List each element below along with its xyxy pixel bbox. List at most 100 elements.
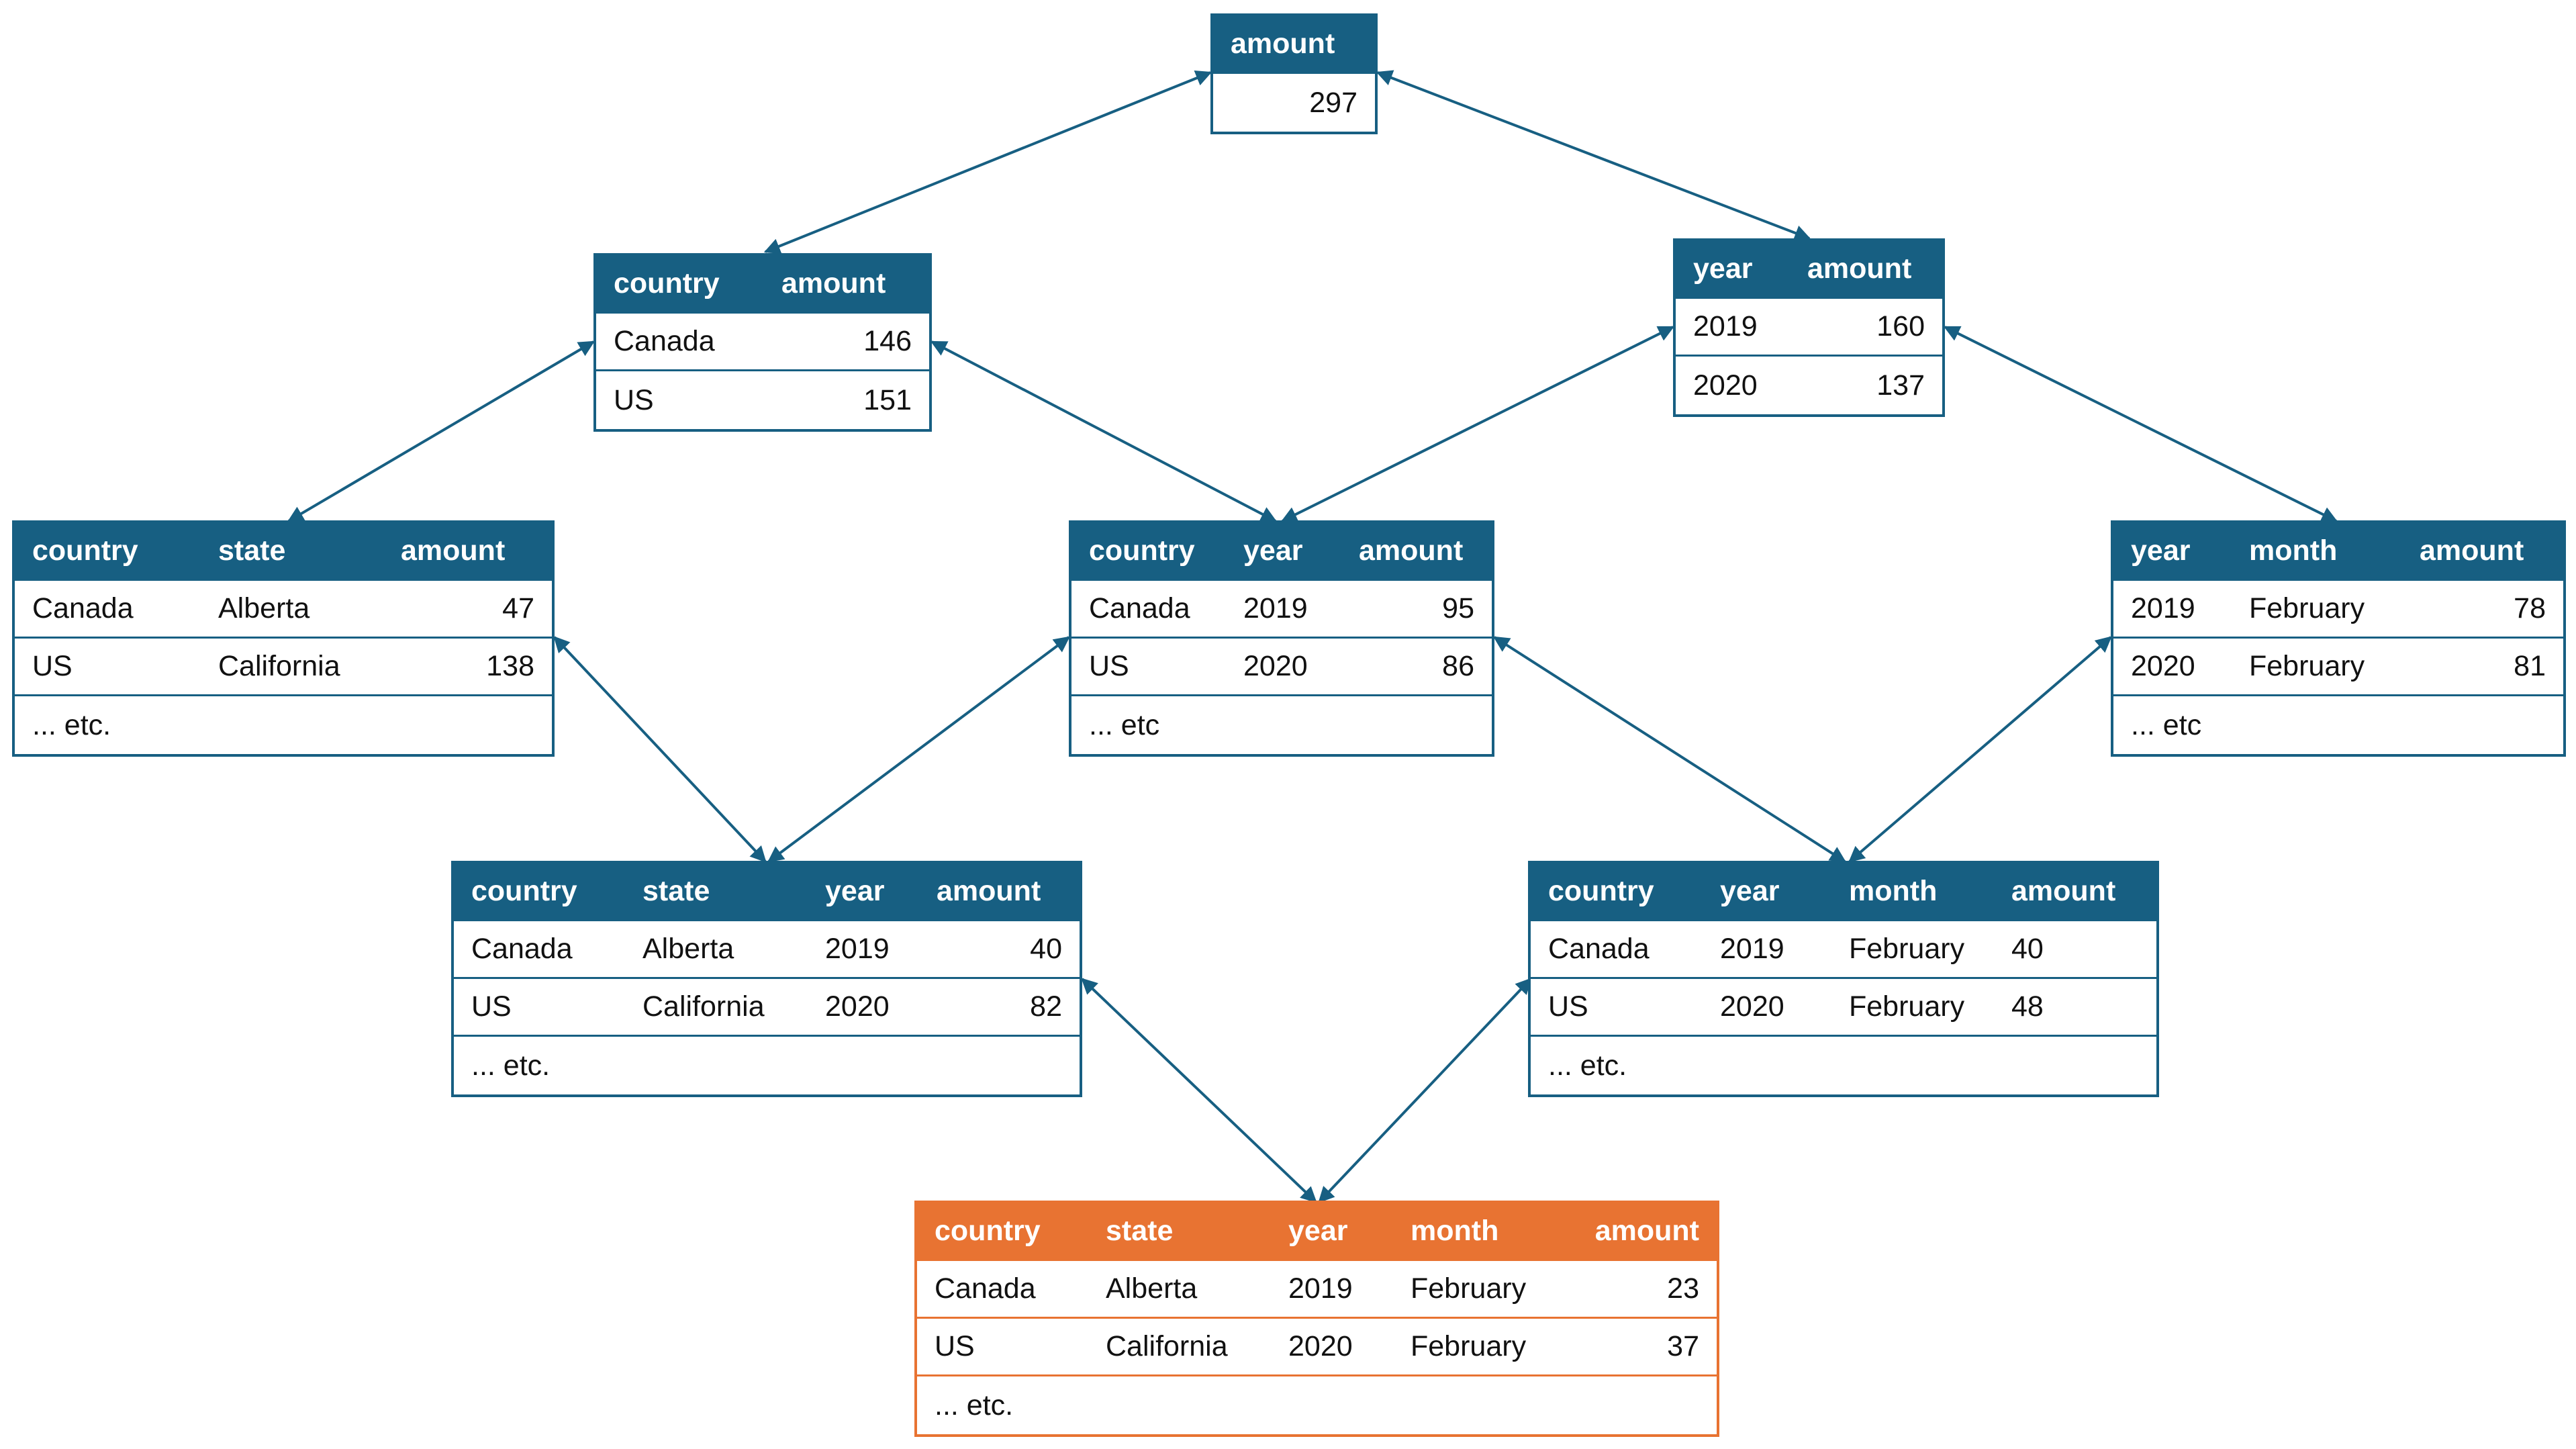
header-year: year <box>1693 252 1753 285</box>
cell-year: 2020 <box>1693 369 1758 402</box>
table-total: amount 297 <box>1210 13 1378 134</box>
cell-state: California <box>218 650 340 682</box>
connector-countrystate-countrystateyear <box>553 636 767 863</box>
table-row: Canada Alberta 2019 February 23 <box>917 1261 1717 1319</box>
cell-state: Alberta <box>218 592 310 624</box>
header-month: month <box>2249 534 2338 567</box>
header-year: year <box>1243 534 1303 567</box>
cell-month: February <box>1849 990 1965 1023</box>
cell-country: US <box>1548 990 1588 1023</box>
cell-country: US <box>614 383 654 416</box>
cell-state: California <box>1106 1330 1228 1362</box>
table-row: US California 2020 82 <box>454 979 1080 1037</box>
cell-year: 2019 <box>1693 310 1758 342</box>
cell-amount: 86 <box>1442 650 1474 682</box>
table-row: Canada Alberta 47 <box>15 581 552 639</box>
more-rows-label: ... etc <box>2131 708 2202 741</box>
cell-amount: 138 <box>486 650 534 682</box>
cell-year: 2019 <box>1720 933 1784 965</box>
header-amount: amount <box>1807 252 1912 285</box>
table-row: Canada Alberta 2019 40 <box>454 921 1080 979</box>
header-state: state <box>218 534 286 567</box>
header-year: year <box>1720 875 1780 907</box>
table-by-country-year-month: country year month amount Canada 2019 Fe… <box>1528 861 2159 1097</box>
table-row: US 2020 February 48 <box>1531 979 2156 1037</box>
table-header: country state amount <box>15 523 552 581</box>
header-amount: amount <box>2011 875 2116 907</box>
header-amount: amount <box>781 267 886 299</box>
cell-country: US <box>1089 650 1129 682</box>
table-row-more: ... etc. <box>454 1037 1080 1094</box>
header-country: country <box>935 1215 1041 1247</box>
cell-country: Canada <box>1548 933 1650 965</box>
header-country: country <box>32 534 138 567</box>
cell-amount: 47 <box>502 592 534 624</box>
more-rows-label: ... etc. <box>32 708 111 741</box>
table-row-more: ... etc. <box>15 696 552 754</box>
header-month: month <box>1849 875 1938 907</box>
connector-countryyearmonth-base <box>1318 978 1532 1203</box>
table-row: 2019 February 78 <box>2113 581 2563 639</box>
cell-state: Alberta <box>642 933 734 965</box>
table-header: year amount <box>1676 241 1942 299</box>
cell-amount: 23 <box>1667 1272 1699 1305</box>
cell-year: 2020 <box>825 990 890 1023</box>
cell-month: February <box>1411 1272 1527 1305</box>
table-row: Canada 2019 February 40 <box>1531 921 2156 979</box>
cell-month: February <box>2249 592 2365 624</box>
table-row: 2020 February 81 <box>2113 639 2563 696</box>
table-row: 297 <box>1213 74 1375 132</box>
header-state: state <box>642 875 710 907</box>
connector-countrystateyear-base <box>1081 978 1317 1203</box>
cell-amount: 82 <box>1030 990 1062 1023</box>
table-by-country: country amount Canada 146 US 151 <box>593 253 932 432</box>
more-rows-label: ... etc. <box>471 1049 551 1082</box>
cell-amount: 81 <box>2514 650 2546 682</box>
table-by-year: year amount 2019 160 2020 137 <box>1673 238 1945 417</box>
table-by-country-state: country state amount Canada Alberta 47 U… <box>12 520 555 757</box>
cell-amount: 95 <box>1442 592 1474 624</box>
table-row: US 151 <box>596 371 929 429</box>
table-row-more: ... etc <box>1071 696 1492 754</box>
header-country: country <box>471 875 577 907</box>
cell-amount: 160 <box>1876 310 1925 342</box>
table-by-country-state-year: country state year amount Canada Alberta… <box>451 861 1082 1097</box>
cell-amount: 40 <box>2011 933 2044 965</box>
cell-year: 2020 <box>1243 650 1308 682</box>
connector-country-countrystate <box>287 340 595 522</box>
table-row-more: ... etc. <box>917 1376 1717 1434</box>
more-rows-label: ... etc. <box>935 1389 1014 1421</box>
table-base-detail: country state year month amount Canada A… <box>914 1201 1719 1437</box>
cell-country: US <box>32 650 73 682</box>
cell-amount: 48 <box>2011 990 2044 1023</box>
header-amount: amount <box>1359 534 1464 567</box>
table-row: Canada 146 <box>596 314 929 371</box>
connector-total-year <box>1376 70 1811 241</box>
cell-year: 2019 <box>825 933 890 965</box>
table-header: year month amount <box>2113 523 2563 581</box>
connector-country-countryyear <box>930 340 1278 522</box>
cell-year: 2019 <box>2131 592 2195 624</box>
table-row: Canada 2019 95 <box>1071 581 1492 639</box>
cell-year: 2020 <box>1720 990 1784 1023</box>
cell-amount: 78 <box>2514 592 2546 624</box>
more-rows-label: ... etc <box>1089 708 1160 741</box>
cell-amount: 297 <box>1309 86 1357 119</box>
table-header: country state year amount <box>454 863 1080 921</box>
connector-yearmonth-countryyearmonth <box>1848 636 2112 863</box>
header-year: year <box>1288 1215 1348 1247</box>
header-amount: amount <box>2420 534 2524 567</box>
connector-countryyear-countrystateyear <box>767 636 1070 863</box>
cell-country: US <box>471 990 512 1023</box>
header-amount: amount <box>1231 28 1335 60</box>
header-state: state <box>1106 1215 1174 1247</box>
cell-country: Canada <box>614 325 715 357</box>
cell-country: US <box>935 1330 975 1362</box>
header-country: country <box>614 267 720 299</box>
cell-amount: 37 <box>1667 1330 1699 1362</box>
cell-country: Canada <box>1089 592 1190 624</box>
header-year: year <box>2131 534 2191 567</box>
header-amount: amount <box>1594 1215 1699 1247</box>
cell-amount: 40 <box>1030 933 1062 965</box>
